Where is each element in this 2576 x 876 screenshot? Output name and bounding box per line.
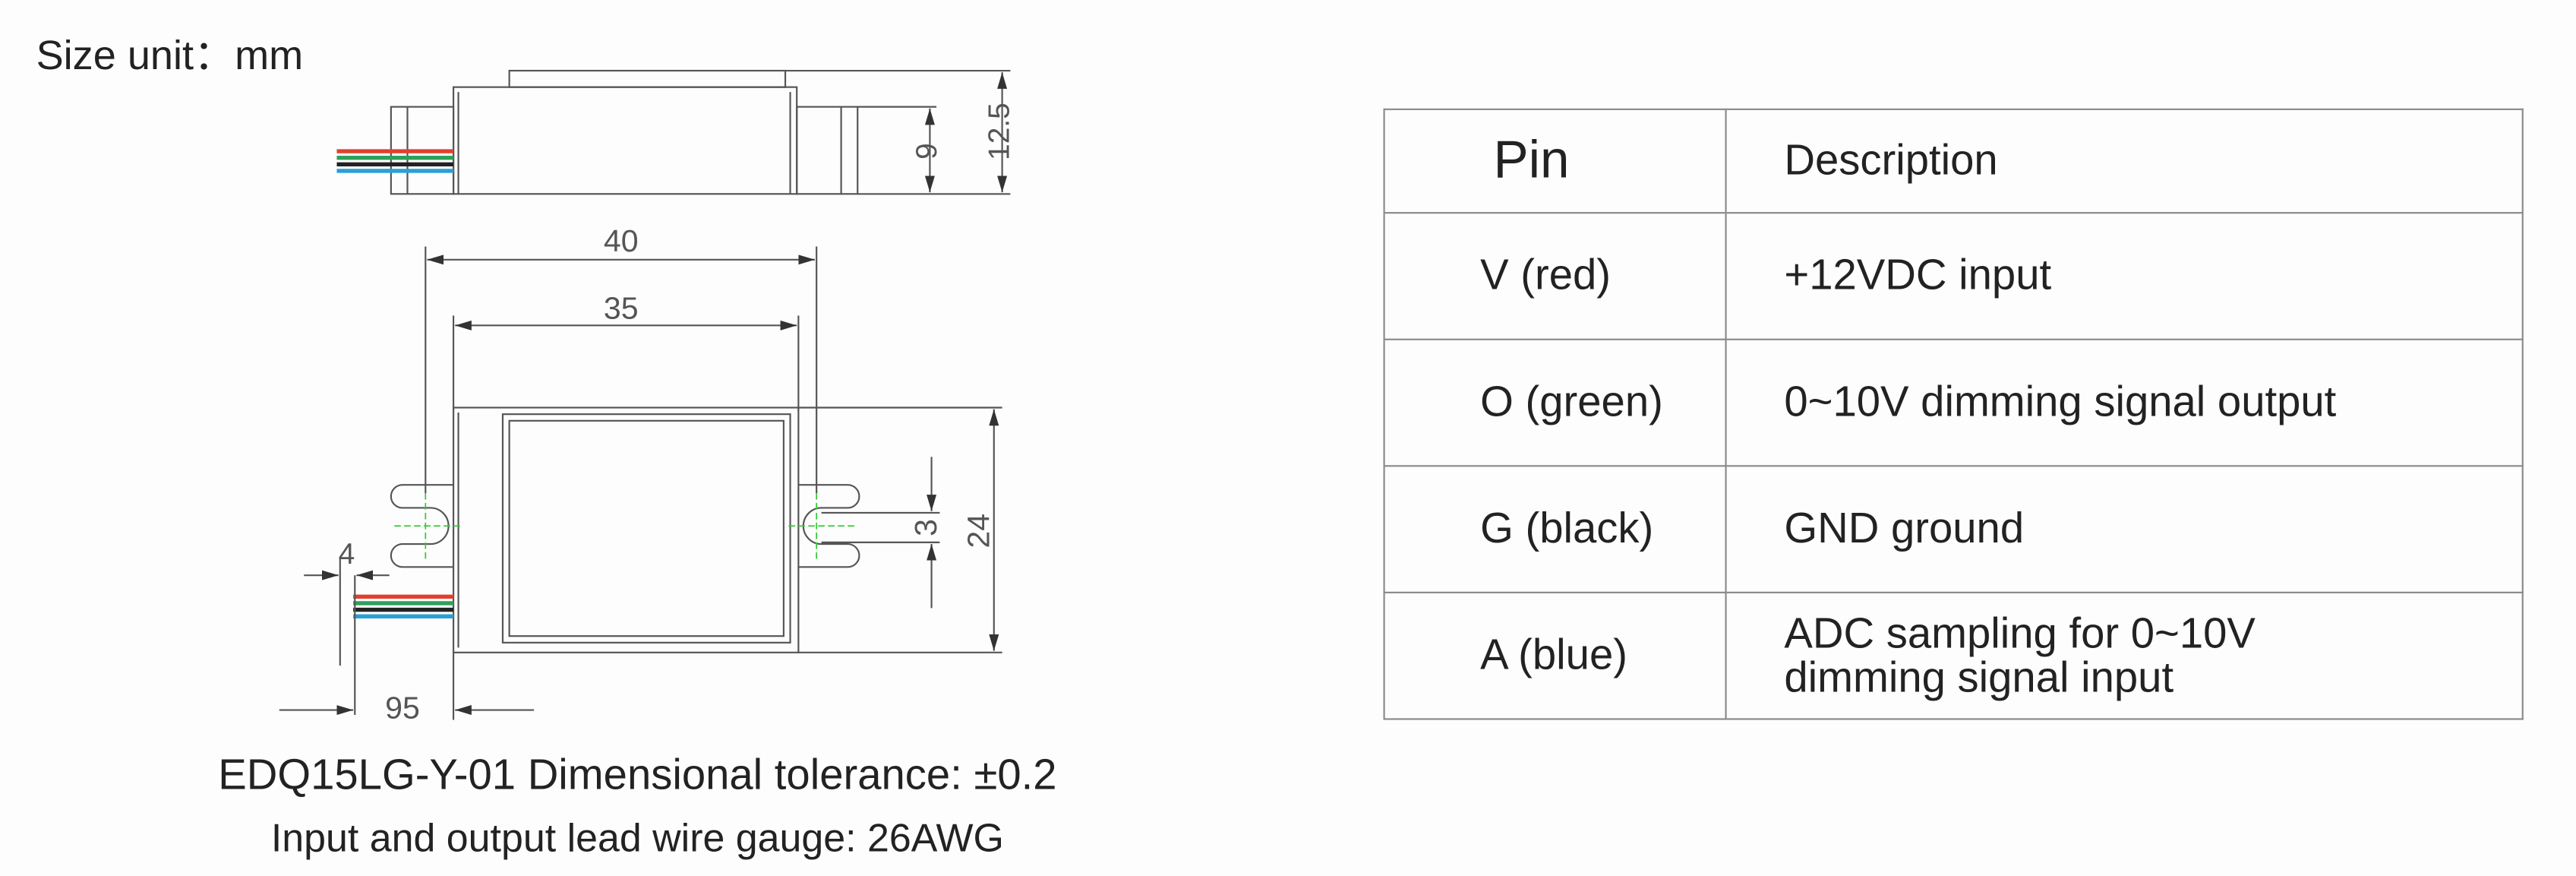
description-cell: ADC sampling for 0~10V dimming signal in… — [1725, 591, 2524, 720]
description-cell: +12VDC input — [1725, 212, 2524, 340]
description-cell: 0~10V dimming signal output — [1725, 338, 2524, 467]
table-row: V (red) +12VDC input — [1383, 212, 2524, 340]
dim-depth: 24 — [961, 514, 996, 549]
pin-cell: O (green) — [1383, 338, 1727, 467]
header-pin: Pin — [1383, 108, 1727, 214]
table-header-row: Pin Description — [1383, 108, 2524, 214]
pin-cell: A (blue) — [1383, 591, 1727, 720]
table-row: A (blue) ADC sampling for 0~10V dimming … — [1383, 591, 2524, 720]
top-wires — [353, 594, 454, 618]
dim-width-body: 35 — [604, 291, 639, 326]
dim-wire-length: 95 — [385, 690, 420, 725]
dim-width-total: 40 — [604, 223, 639, 258]
side-view: 9 12.5 — [336, 69, 1015, 195]
dim-wire-strip: 4 — [339, 538, 355, 571]
pin-cell: V (red) — [1383, 212, 1727, 340]
wire-gauge-caption: Input and output lead wire gauge: 26AWG — [270, 817, 1004, 862]
top-view: 40 35 24 — [279, 223, 1002, 725]
pin-table: Pin Description V (red) +12VDC input O (… — [1383, 108, 2524, 720]
side-wires — [336, 149, 454, 173]
table-row: G (black) GND ground — [1383, 465, 2524, 593]
dim-height-body: 9 — [911, 143, 943, 160]
dim-height-total: 12.5 — [983, 103, 1015, 160]
hole-centerlines — [394, 492, 858, 562]
tolerance-caption: EDQ15LG-Y-01 Dimensional tolerance: ±0.2 — [218, 749, 1057, 799]
dim-slot: 3 — [908, 519, 943, 536]
size-unit-label: Size unit：mm — [36, 33, 304, 79]
pin-cell: G (black) — [1383, 465, 1727, 593]
description-cell: GND ground — [1725, 465, 2524, 593]
table-row: O (green) 0~10V dimming signal output — [1383, 338, 2524, 467]
header-description: Description — [1725, 108, 2524, 214]
